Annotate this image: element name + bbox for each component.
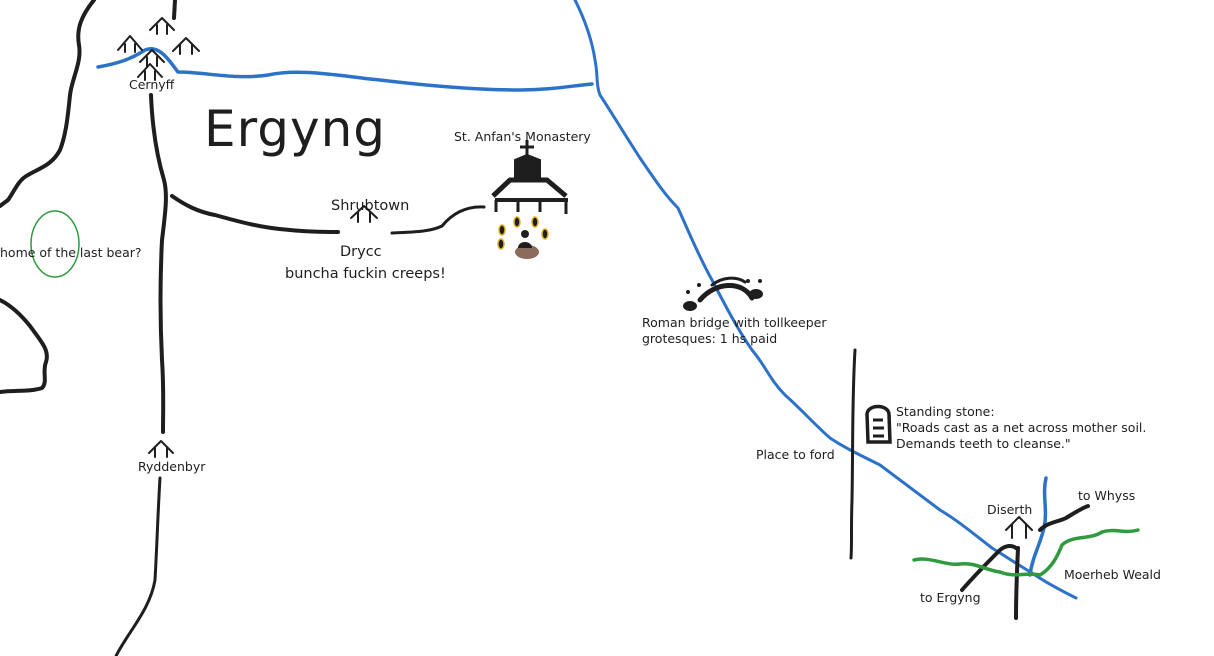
map-title: Ergyng <box>204 100 386 158</box>
grotesque-icon <box>749 289 763 299</box>
candle-icon <box>541 228 549 240</box>
dot <box>758 279 762 283</box>
monastery-label[interactable]: St. Anfan's Monastery <box>454 129 591 144</box>
floor-icon <box>515 245 539 259</box>
house-icon <box>137 63 163 81</box>
road-to-ergyng <box>960 543 1018 592</box>
stone-label-line1[interactable]: Standing stone: <box>896 404 995 419</box>
candle-icon <box>498 224 506 236</box>
bridge-label-line1[interactable]: Roman bridge with tollkeeper <box>642 315 827 330</box>
road-ford <box>849 348 857 560</box>
drycc-label[interactable]: Drycc <box>340 244 382 260</box>
coastline-west <box>0 0 96 208</box>
bridge-arch <box>697 283 755 303</box>
roof <box>491 177 568 198</box>
cernyff-settlement-icon[interactable] <box>117 17 200 81</box>
candle-icon <box>513 216 521 228</box>
standing-stone-icon[interactable] <box>865 404 892 444</box>
cernyff-label[interactable]: Cernyff <box>129 77 175 92</box>
house-icon <box>149 17 175 35</box>
ryddenbyr-house-icon[interactable] <box>148 440 174 458</box>
stone-label-line2: "Roads cast as a net across mother soil. <box>896 420 1146 435</box>
river-east <box>573 0 1078 600</box>
shrubtown-label[interactable]: Shrubtown <box>331 198 409 214</box>
spire <box>514 153 541 179</box>
road-ryddenbyr-south <box>114 476 162 656</box>
ford-label[interactable]: Place to ford <box>756 447 835 462</box>
coastline-southwest <box>0 298 49 394</box>
to-whyss-label[interactable]: to Whyss <box>1078 488 1135 503</box>
house-icon <box>139 49 165 67</box>
grotesque-icon <box>683 301 697 311</box>
to-ergyng-label[interactable]: to Ergyng <box>920 590 981 605</box>
diserth-house-icon[interactable] <box>1005 516 1033 539</box>
figure-head <box>521 230 529 238</box>
weald-label[interactable]: Moerheb Weald <box>1064 567 1161 582</box>
candle-icon <box>497 238 505 250</box>
road-diserth-south <box>1014 546 1020 620</box>
bridge-label-line2: grotesques: 1 hs paid <box>642 331 777 346</box>
house-icon <box>117 35 143 53</box>
river-north <box>96 47 594 92</box>
bridge-icon[interactable] <box>683 276 763 311</box>
road-cernyff-south <box>149 93 168 434</box>
bridge-arch-outer <box>710 276 747 287</box>
stone-outline <box>865 404 892 444</box>
dot <box>697 283 701 287</box>
shrubtown-house-icon[interactable] <box>350 205 378 223</box>
ryddenbyr-label[interactable]: Ryddenbyr <box>138 459 206 474</box>
bear-label[interactable]: home of the last bear? <box>0 245 142 260</box>
road-drycc-monastery <box>390 205 486 235</box>
monastery-icon[interactable] <box>491 140 568 259</box>
drycc-note: buncha fuckin creeps! <box>285 266 446 282</box>
weald-boundary <box>912 528 1140 577</box>
road-to-whyss <box>1038 504 1090 532</box>
bear-circle <box>30 210 80 278</box>
house-icon <box>172 37 200 55</box>
road-to-shrubtown <box>170 194 340 234</box>
candle-icon <box>531 216 539 228</box>
stone-label-line3: Demands teeth to cleanse." <box>896 436 1071 451</box>
dot <box>746 279 750 283</box>
diserth-label[interactable]: Diserth <box>987 502 1032 517</box>
figure-body <box>518 242 532 248</box>
dot <box>686 290 690 294</box>
road-north-cernyff <box>172 0 177 20</box>
